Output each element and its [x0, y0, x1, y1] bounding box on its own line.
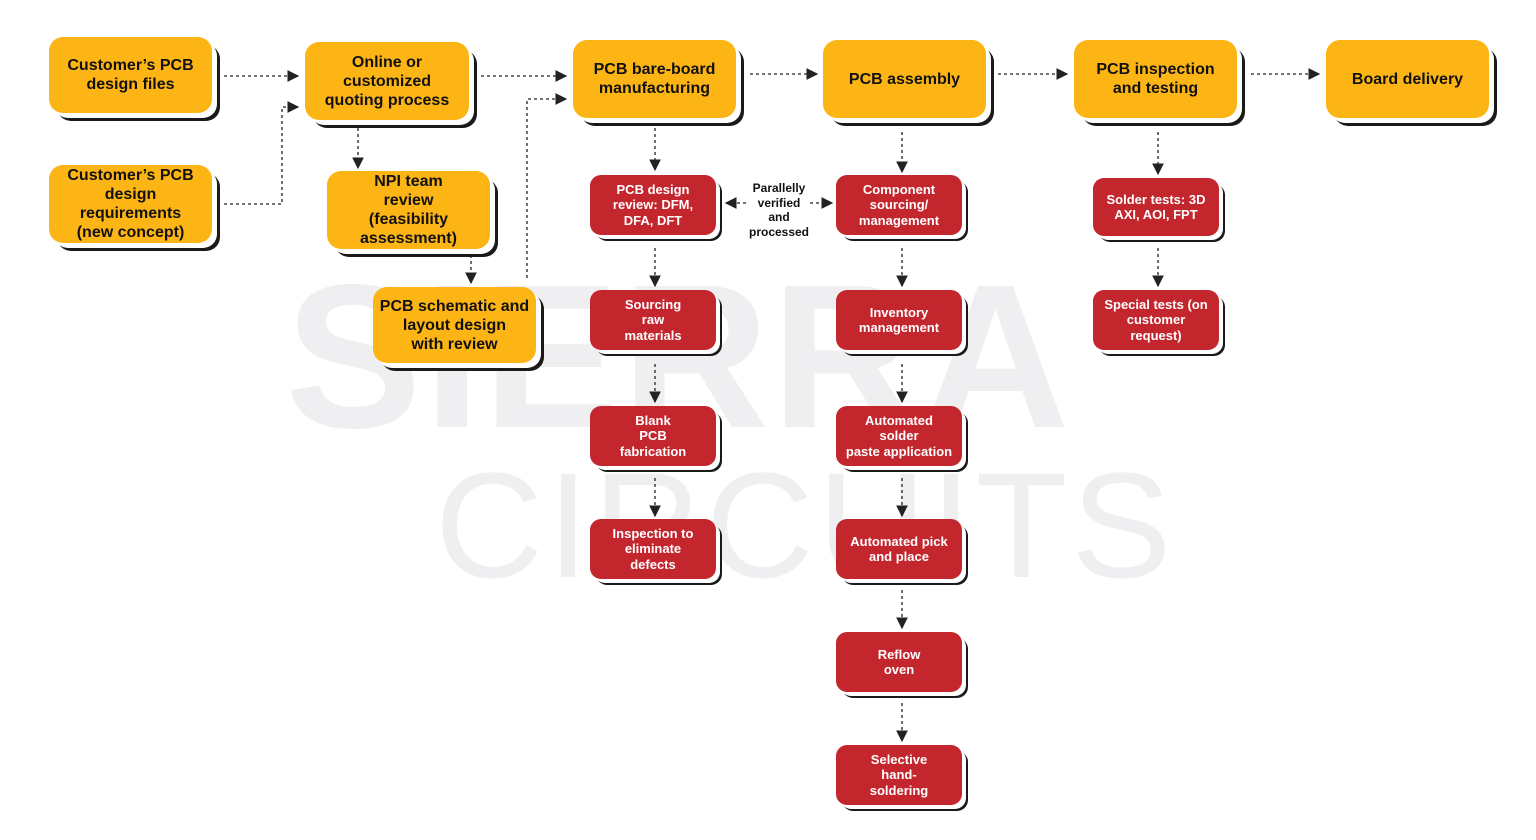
- hand-soldering-label: Selective hand- soldering: [869, 751, 929, 798]
- arrow-schematic-to-bareboard: [526, 93, 568, 278]
- pcb-assembly-box: PCB assembly: [823, 40, 986, 118]
- customer-design-files-label: Customer’s PCB design files: [67, 57, 194, 93]
- design-review-box: PCB design review: DFM, DFA, DFT: [590, 175, 716, 235]
- component-sourcing-box: Component sourcing/ management: [836, 175, 962, 235]
- sourcing-raw-materials-box: Sourcing raw materials: [590, 290, 716, 350]
- board-delivery-label: Board delivery: [1351, 70, 1464, 88]
- customer-requirements-label: Customer’s PCB design requirements (new …: [67, 167, 194, 241]
- bare-board-manufacturing-box: PCB bare-board manufacturing: [573, 40, 736, 118]
- npi-team-review-label: NPI team review (feasibility assessment): [360, 173, 457, 247]
- inspection-testing-label: PCB inspection and testing: [1096, 61, 1215, 97]
- special-tests-label: Special tests (on customer request): [1104, 296, 1208, 343]
- reflow-oven-label: Reflow oven: [877, 646, 921, 678]
- schematic-layout-box: PCB schematic and layout design with rev…: [373, 287, 536, 363]
- solder-tests-label: Solder tests: 3D AXI, AOI, FPT: [1106, 191, 1206, 223]
- solder-paste-label: Automated solder paste application: [845, 412, 953, 459]
- solder-tests-box: Solder tests: 3D AXI, AOI, FPT: [1093, 178, 1219, 236]
- blank-pcb-fabrication-label: Blank PCB fabrication: [619, 412, 687, 459]
- reflow-oven-box: Reflow oven: [836, 632, 962, 692]
- defect-inspection-box: Inspection to eliminate defects: [590, 519, 716, 579]
- blank-pcb-fabrication-box: Blank PCB fabrication: [590, 406, 716, 466]
- sourcing-raw-materials-label: Sourcing raw materials: [624, 296, 682, 343]
- pick-and-place-box: Automated pick and place: [836, 519, 962, 579]
- watermark-circuits: CIRCUITS: [435, 441, 1176, 609]
- design-review-label: PCB design review: DFM, DFA, DFT: [612, 181, 694, 228]
- arrow-requirements-to-quoting: [224, 101, 300, 205]
- defect-inspection-label: Inspection to eliminate defects: [612, 525, 694, 572]
- pick-and-place-label: Automated pick and place: [850, 533, 948, 565]
- solder-paste-box: Automated solder paste application: [836, 406, 962, 466]
- schematic-layout-label: PCB schematic and layout design with rev…: [379, 297, 530, 353]
- customer-design-files-box: Customer’s PCB design files: [49, 37, 212, 113]
- component-sourcing-label: Component sourcing/ management: [858, 181, 940, 228]
- parallel-processing-note: Parallelly verified and processed: [748, 181, 810, 239]
- inspection-testing-box: PCB inspection and testing: [1074, 40, 1237, 118]
- customer-requirements-box: Customer’s PCB design requirements (new …: [49, 165, 212, 243]
- inventory-management-label: Inventory management: [858, 304, 940, 336]
- quoting-process-label: Online or customized quoting process: [324, 53, 450, 109]
- bare-board-manufacturing-label: PCB bare-board manufacturing: [593, 61, 716, 97]
- special-tests-box: Special tests (on customer request): [1093, 290, 1219, 350]
- npi-team-review-box: NPI team review (feasibility assessment): [327, 171, 490, 249]
- quoting-process-box: Online or customized quoting process: [305, 42, 469, 120]
- hand-soldering-box: Selective hand- soldering: [836, 745, 962, 805]
- board-delivery-box: Board delivery: [1326, 40, 1489, 118]
- inventory-management-box: Inventory management: [836, 290, 962, 350]
- pcb-assembly-label: PCB assembly: [848, 70, 961, 88]
